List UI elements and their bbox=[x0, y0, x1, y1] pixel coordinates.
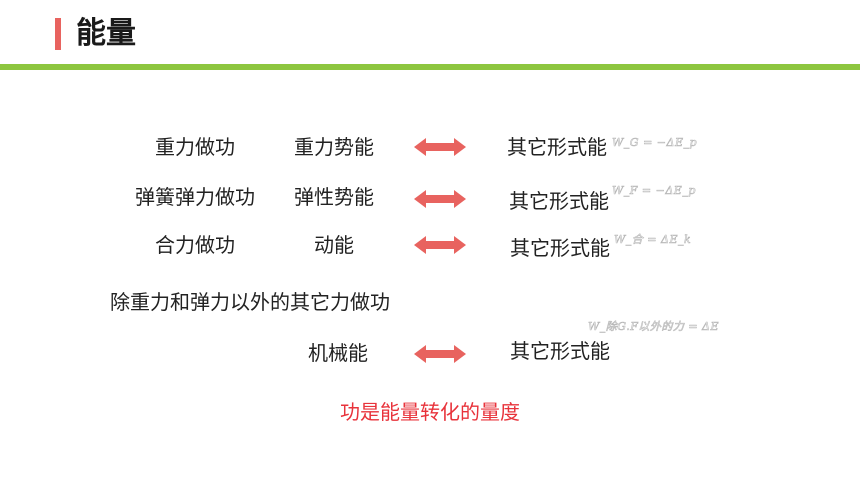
formula-text: W_F = −ΔE_p bbox=[612, 184, 696, 198]
other-energy-label: 其它形式能 bbox=[507, 135, 607, 159]
formula-text: W_除G.F以外的力 = ΔE bbox=[588, 320, 720, 334]
double-arrow-icon bbox=[414, 236, 466, 254]
page-title: 能量 bbox=[76, 16, 136, 51]
other-energy-label: 其它形式能 bbox=[510, 236, 610, 260]
work-label: 重力做功 bbox=[155, 135, 235, 159]
header-divider bbox=[0, 64, 860, 70]
energy-row-elastic: 弹簧弹力做功 弹性势能 其它形式能 W_F = −ΔE_p bbox=[0, 180, 860, 214]
title-accent-bar bbox=[55, 18, 61, 50]
energy-label: 重力势能 bbox=[294, 135, 374, 159]
conclusion-text: 功是能量转化的量度 bbox=[340, 400, 520, 424]
energy-label: 动能 bbox=[314, 233, 354, 257]
double-arrow-icon bbox=[414, 345, 466, 363]
other-forces-work-label: 除重力和弹力以外的其它力做功 bbox=[110, 290, 390, 314]
work-label: 合力做功 bbox=[155, 233, 235, 257]
energy-row-gravity: 重力做功 重力势能 其它形式能 W_G = −ΔE_p bbox=[0, 130, 860, 164]
energy-row-mechanical: 机械能 其它形式能 bbox=[0, 336, 860, 370]
double-arrow-icon bbox=[414, 190, 466, 208]
other-energy-label: 其它形式能 bbox=[509, 189, 609, 213]
energy-label: 弹性势能 bbox=[294, 185, 374, 209]
work-label: 弹簧弹力做功 bbox=[135, 185, 255, 209]
formula-text: W_合 = ΔE_k bbox=[614, 233, 692, 247]
energy-row-kinetic: 合力做功 动能 其它形式能 W_合 = ΔE_k bbox=[0, 228, 860, 262]
formula-text: W_G = −ΔE_p bbox=[612, 136, 698, 150]
double-arrow-icon bbox=[414, 138, 466, 156]
energy-label: 机械能 bbox=[308, 341, 368, 365]
other-energy-label: 其它形式能 bbox=[510, 339, 610, 363]
